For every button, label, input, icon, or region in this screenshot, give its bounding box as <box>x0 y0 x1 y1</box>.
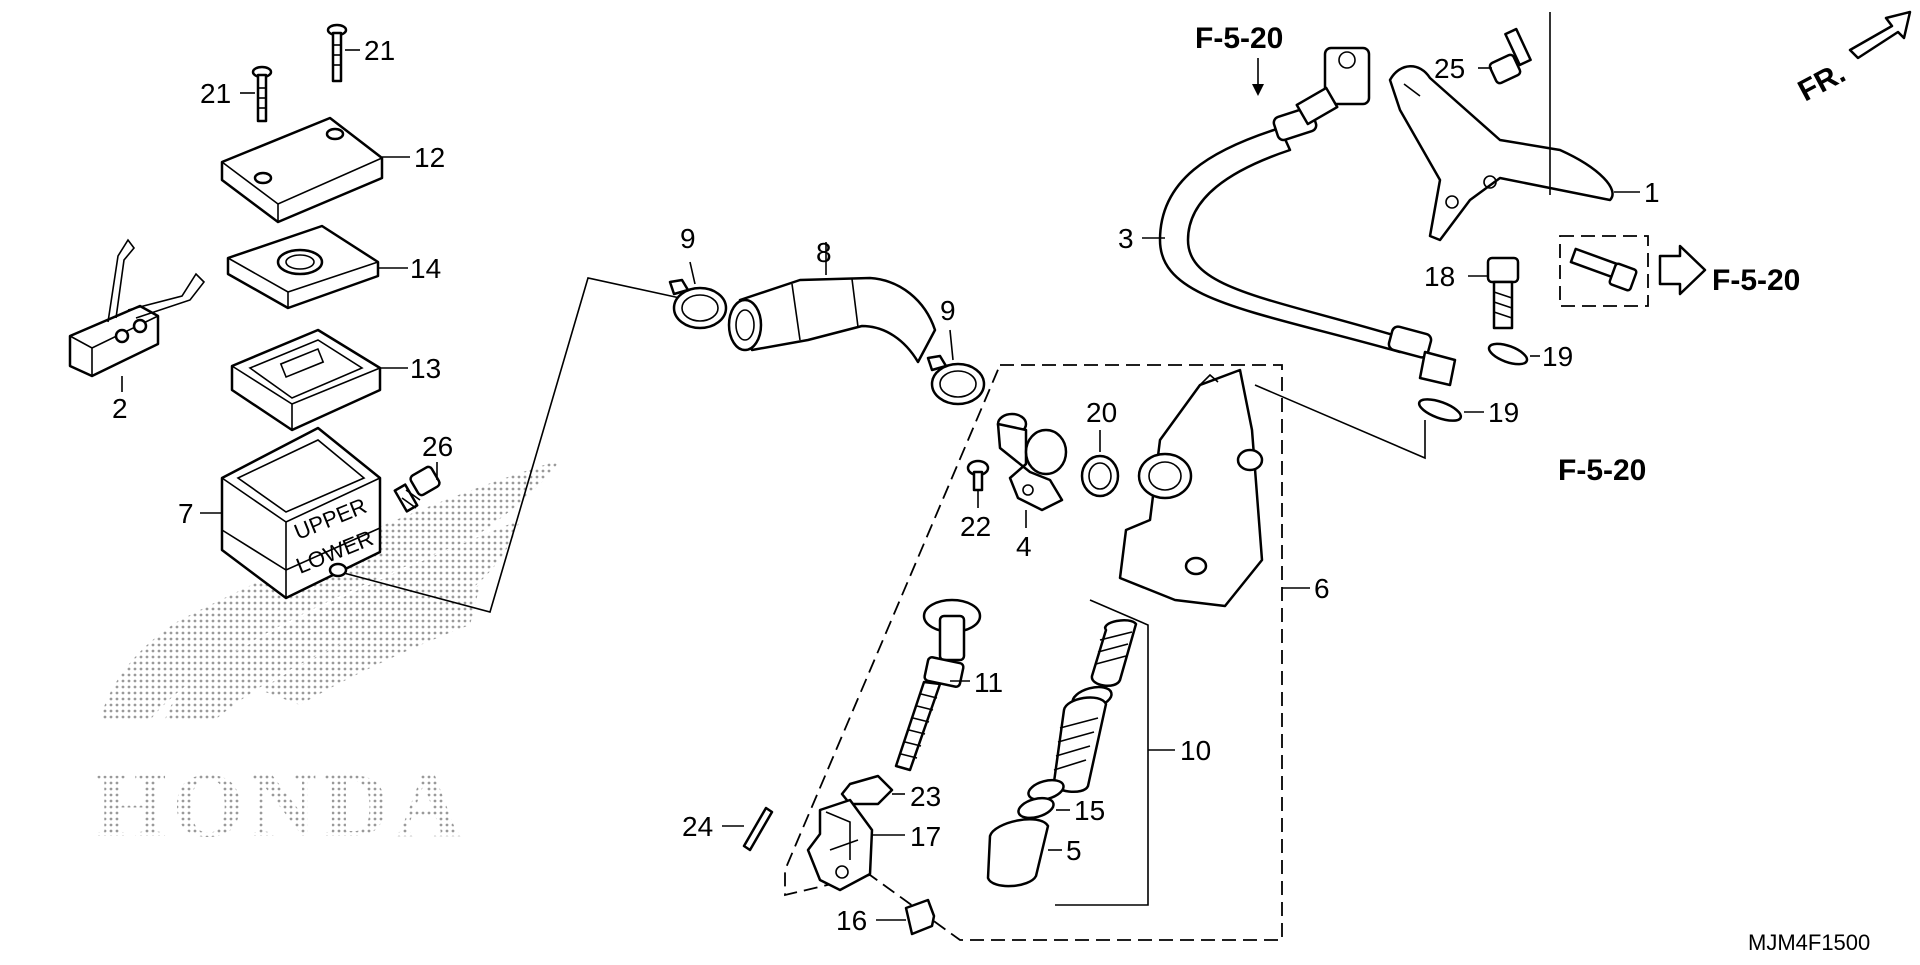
front-indicator-label: FR. <box>1793 56 1851 108</box>
front-direction-arrow: FR. <box>1793 10 1912 108</box>
label-17: 17 <box>910 821 941 852</box>
hose-clamp-9-right <box>926 329 986 406</box>
diagram-code: MJM4F1500 <box>1748 930 1870 955</box>
screw-22 <box>966 459 990 508</box>
label-5: 5 <box>1066 835 1082 866</box>
label-3: 3 <box>1118 223 1134 254</box>
honda-wing-logo: HONDA <box>95 460 560 856</box>
label-8: 8 <box>816 237 832 268</box>
label-10: 10 <box>1180 735 1211 766</box>
bolt-25 <box>1478 27 1532 85</box>
label-22: 22 <box>960 511 991 542</box>
cotter-pin-24 <box>722 806 774 852</box>
ref-f-5-20-right: F-5-20 <box>1712 264 1800 297</box>
sealing-washer-19-upper <box>1487 342 1540 366</box>
label-12: 12 <box>414 142 445 173</box>
diaphragm-plate-14 <box>226 224 408 310</box>
clip-2 <box>68 238 206 392</box>
label-1: 1 <box>1644 177 1660 208</box>
label-19b: 19 <box>1488 397 1519 428</box>
label-25: 25 <box>1434 53 1465 84</box>
hose-joint-4 <box>996 412 1068 528</box>
label-4: 4 <box>1016 531 1032 562</box>
push-rod-11 <box>894 598 982 772</box>
o-ring-20 <box>1080 430 1120 498</box>
label-26: 26 <box>422 431 453 462</box>
supply-hose-8 <box>727 242 937 364</box>
nut-23 <box>840 774 905 806</box>
label-24: 24 <box>682 811 713 842</box>
dashed-bolt-box <box>1559 235 1707 307</box>
diaphragm-13 <box>230 328 408 432</box>
label-2: 2 <box>112 393 128 424</box>
label-10-bracket <box>1055 599 1149 906</box>
master-cylinder-body <box>1118 368 1264 608</box>
banjo-bolt-18 <box>1468 256 1520 330</box>
label-23: 23 <box>910 781 941 812</box>
master-cylinder-assembly-boundary <box>784 364 1283 941</box>
screw-21-left <box>240 65 273 123</box>
label-14: 14 <box>410 253 441 284</box>
bolt-26 <box>393 462 441 513</box>
ref-f-5-20-lower: F-5-20 <box>1558 454 1646 487</box>
label-6: 6 <box>1314 573 1330 604</box>
clip-16 <box>876 898 936 936</box>
honda-logo-text: HONDA <box>95 754 467 856</box>
label-21b: 21 <box>200 78 231 109</box>
label-9b: 9 <box>940 295 956 326</box>
label-9a: 9 <box>680 223 696 254</box>
label-20: 20 <box>1086 397 1117 428</box>
label-16: 16 <box>836 905 867 936</box>
ref-f-5-20-top: F-5-20 <box>1195 22 1283 55</box>
label-7: 7 <box>178 498 194 529</box>
reservoir-cap-12 <box>220 116 410 224</box>
label-11: 11 <box>974 667 1003 698</box>
reservoir-7: UPPER LOWER <box>200 426 382 600</box>
brake-hose-3 <box>1142 46 1457 387</box>
piston-kit-10 <box>986 619 1138 888</box>
reservoir-hose-leader <box>339 277 681 613</box>
sealing-washer-19-lower <box>1417 398 1484 422</box>
hose-clamp-9-left <box>668 261 728 330</box>
clevis-17 <box>806 798 905 892</box>
washer-reference-leader <box>1254 384 1426 460</box>
label-19a: 19 <box>1542 341 1573 372</box>
label-21a: 21 <box>364 35 395 66</box>
hose-bracket-1 <box>1388 12 1640 242</box>
label-13: 13 <box>410 353 441 384</box>
label-18: 18 <box>1424 261 1455 292</box>
screw-21-right <box>326 23 360 83</box>
label-15: 15 <box>1074 795 1105 826</box>
